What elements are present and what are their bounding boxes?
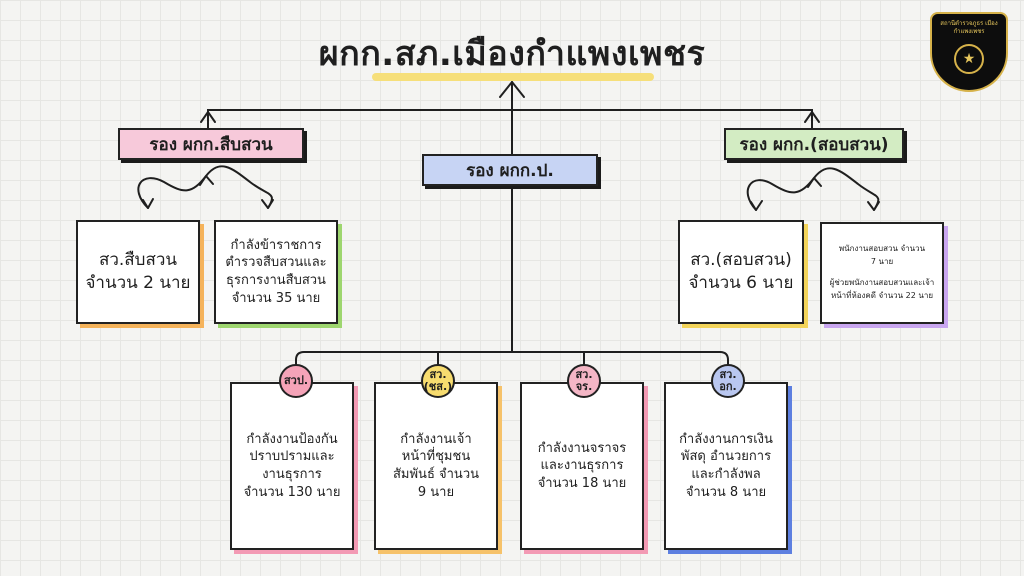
box-line: งานธุรการ xyxy=(262,467,322,482)
unit-box-traffic: กำลังงานจราจร และงานธุรการ จำนวน 18 นาย xyxy=(520,382,644,550)
box-line: 7 นาย xyxy=(870,257,894,267)
badge-text: สว. xyxy=(719,368,737,381)
deputy-prevention-label: รอง ผกก.ป. xyxy=(422,154,598,186)
logo-text: สถานีตำรวจภูธร เมืองกำแพงเพชร xyxy=(940,20,998,35)
badge-text: สว. xyxy=(429,368,447,381)
investigation-inspector-box: สว.สืบสวน จำนวน 2 นาย xyxy=(76,220,200,324)
unit-badge-prevention: สวป. xyxy=(279,364,313,398)
badge-text: (ชส.) xyxy=(423,380,453,393)
badge-text: จร. xyxy=(575,380,593,393)
investigation-staff-box: กำลังข้าราชการ ตำรวจสืบสวนและ ธุรการงานส… xyxy=(214,220,338,324)
box-line: สว.(สอบสวน) xyxy=(690,250,792,271)
box-line: จำนวน 8 นาย xyxy=(685,484,767,500)
unit-badge-traffic: สว. จร. xyxy=(567,364,601,398)
box-line: พัสดุ อำนวยการ xyxy=(680,449,772,465)
unit-badge-community: สว. (ชส.) xyxy=(421,364,455,398)
box-line: สัมพันธ์ จำนวน xyxy=(392,467,480,482)
box-line: กำลังงานป้องกัน xyxy=(246,431,338,447)
box-line: จำนวน 2 นาย xyxy=(85,273,191,293)
badge-text: สว. xyxy=(575,368,593,381)
box-line: กำลังงานเจ้า xyxy=(400,431,472,447)
branch-arrow-right xyxy=(804,111,820,123)
box-line: ปราบปรามและ xyxy=(249,449,335,465)
unit-box-administration: กำลังงานการเงิน พัสดุ อำนวยการ และกำลังพ… xyxy=(664,382,788,550)
left-squiggle xyxy=(137,165,273,209)
box-line: 9 นาย xyxy=(417,484,455,500)
inquiry-inspector-box: สว.(สอบสวน) จำนวน 6 นาย xyxy=(678,220,804,324)
deputy-inquiry-label: รอง ผกก.(สอบสวน) xyxy=(724,128,904,160)
page-title: ผกก.สภ.เมืองกำแพงเพชร xyxy=(318,34,706,74)
box-line: กำลังงานการเงิน xyxy=(679,431,773,447)
deputy-investigation-label: รอง ผกก.สืบสวน xyxy=(118,128,304,160)
box-line: หน้าที่ชุมชน xyxy=(401,449,471,465)
box-line: กำลังงานจราจร xyxy=(537,440,627,456)
box-line: และงานธุรการ xyxy=(540,458,624,474)
unit-box-community: กำลังงานเจ้า หน้าที่ชุมชน สัมพันธ์ จำนวน… xyxy=(374,382,498,550)
bottom-branch-line xyxy=(295,351,729,371)
badge-text: อก. xyxy=(719,380,737,393)
box-line: จำนวน 130 นาย xyxy=(243,484,341,500)
inquiry-staff-box: พนักงานสอบสวน จำนวน 7 นาย ผู้ช่วยพนักงาน… xyxy=(820,222,944,324)
box-line: จำนวน 18 นาย xyxy=(537,475,627,491)
branch-arrow-left xyxy=(200,111,216,123)
badge-icon: ★ xyxy=(954,44,984,74)
box-line: หน้าที่ห้องคดี จำนวน 22 นาย xyxy=(830,290,934,300)
right-squiggle xyxy=(746,167,880,211)
box-line: พนักงานสอบสวน จำนวน xyxy=(838,244,926,254)
police-logo: สถานีตำรวจภูธร เมืองกำแพงเพชร ★ xyxy=(930,12,1008,92)
unit-box-prevention: กำลังงานป้องกัน ปราบปรามและ งานธุรการ จำ… xyxy=(230,382,354,550)
top-branch-line xyxy=(207,109,813,129)
box-line: ธุรการงานสืบสวน xyxy=(226,273,326,288)
title-underline xyxy=(372,73,654,81)
unit-badge-administration: สว. อก. xyxy=(711,364,745,398)
box-line: และกำลังพล xyxy=(691,467,761,482)
box-line: กำลังข้าราชการ xyxy=(230,237,322,253)
box-line: สว.สืบสวน xyxy=(98,250,178,271)
box-line: จำนวน 6 นาย xyxy=(688,273,794,293)
top-arrow-right xyxy=(511,81,525,98)
box-line: ผู้ช่วยพนักงานสอบสวนและเจ้า xyxy=(829,278,935,287)
box-line: ตำรวจสืบสวนและ xyxy=(225,255,327,271)
box-line: จำนวน 35 นาย xyxy=(231,290,321,306)
top-arrow-left xyxy=(499,81,513,98)
badge-text: สวป. xyxy=(283,374,309,387)
